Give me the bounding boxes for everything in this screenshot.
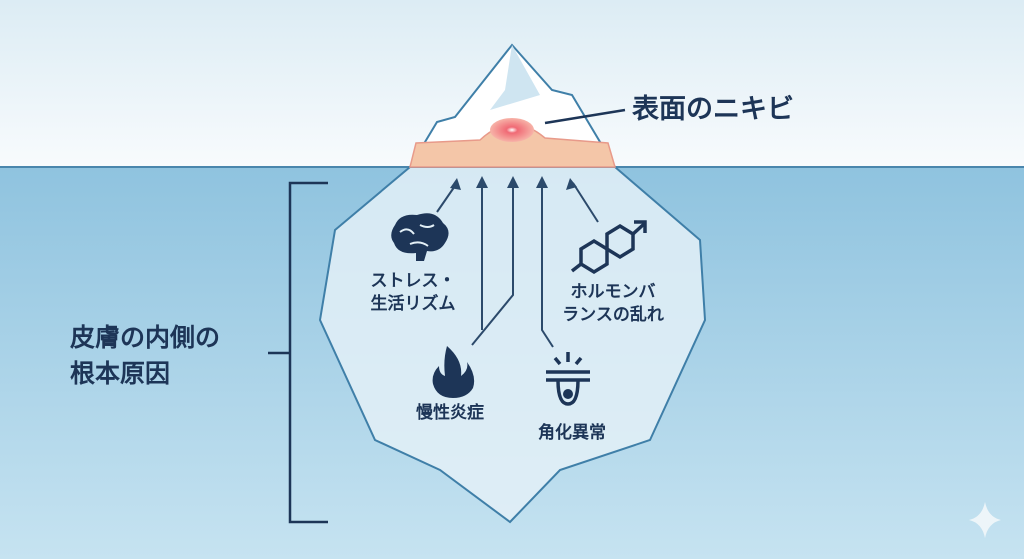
ice-shade: [490, 45, 540, 110]
cause-stress-label: ストレス・ 生活リズム: [370, 271, 456, 314]
cause-keratinization-label: 角化異常: [538, 423, 606, 443]
cause-hormone-label: ホルモンバ ランスの乱れ: [562, 282, 664, 325]
surface-pointer-line: [544, 108, 626, 125]
flame-icon: [432, 346, 475, 398]
brain-icon: [391, 213, 449, 261]
root-causes-label: 皮膚の内側の 根本原因: [70, 323, 221, 389]
surface-label: 表面のニキビ: [632, 94, 794, 125]
cause-inflammation-label: 慢性炎症: [416, 403, 484, 423]
root-causes-bracket: [268, 181, 328, 524]
hormone-molecule-icon: [570, 220, 647, 275]
sparkle-icon: [969, 502, 1001, 538]
pore-icon: [546, 352, 590, 406]
pimple: [490, 118, 534, 142]
